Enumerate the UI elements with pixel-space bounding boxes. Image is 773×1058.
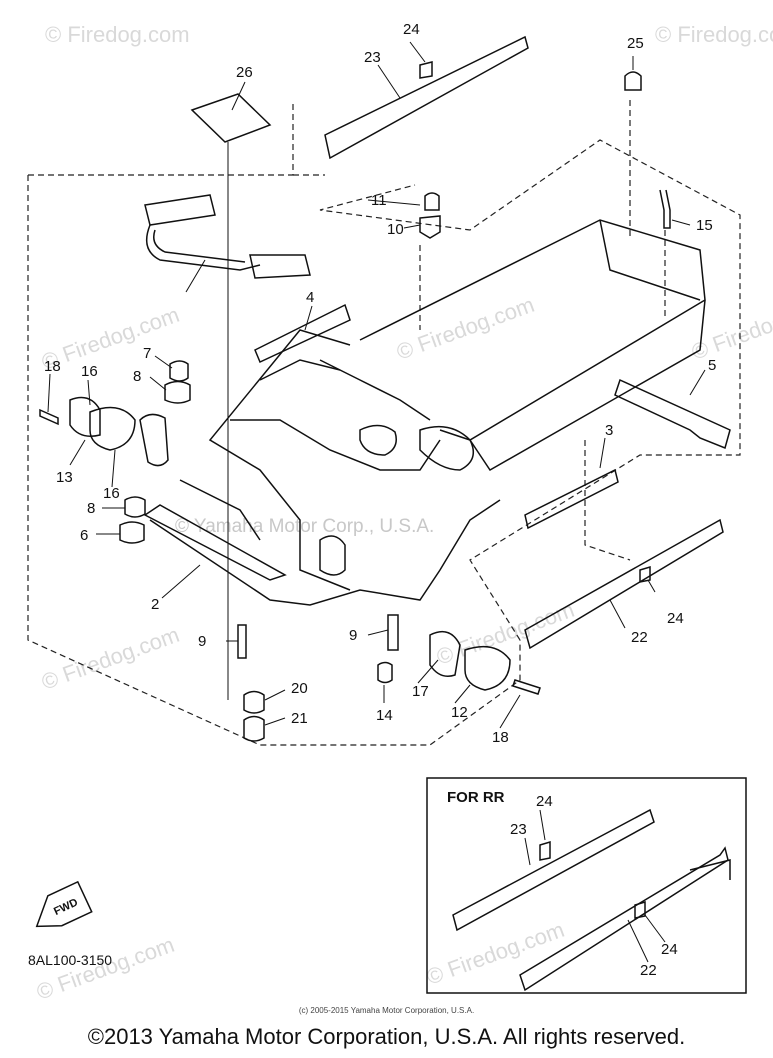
- watermark: © Firedog.com: [38, 622, 182, 695]
- callout-18-right: 18: [492, 729, 509, 746]
- inset-callout-23: 23: [510, 821, 527, 838]
- callout-9a: 9: [198, 633, 206, 650]
- leader-lines: [47, 41, 706, 729]
- callouts: 24 23 25 26 11 10 15 4 7 5 16 8 13 16 3 …: [44, 21, 716, 746]
- callout-10: 10: [387, 221, 404, 238]
- callout-7: 7: [143, 345, 151, 362]
- callout-2: 2: [151, 596, 159, 613]
- small-copyright: (c) 2005-2015 Yamaha Motor Corporation, …: [298, 1006, 475, 1015]
- watermarks: © Firedog.com © Firedog.com © Firedog.co…: [33, 22, 773, 1005]
- callout-15: 15: [696, 217, 713, 234]
- callout-9b: 9: [349, 627, 357, 644]
- frame-assembly: [139, 219, 706, 606]
- cap-and-bolt: [419, 56, 691, 239]
- callout-11: 11: [371, 192, 387, 209]
- footrest-bar: [144, 194, 311, 293]
- callout-18-left: 18: [44, 358, 61, 375]
- fwd-arrow: FWD: [35, 880, 93, 928]
- callout-3: 3: [605, 422, 613, 439]
- small-parts-left: [39, 360, 541, 742]
- callout-22-right: 22: [631, 629, 648, 646]
- inset-callout-24-bottom: 24: [661, 941, 678, 958]
- label-plate: [190, 81, 272, 700]
- inset-title: FOR RR: [447, 789, 505, 806]
- callout-8a: 8: [133, 368, 141, 385]
- inset-callout-22: 22: [640, 962, 657, 979]
- callout-16a: 16: [81, 363, 98, 380]
- watermark: © Firedog.com: [423, 917, 567, 990]
- seat-strap-bottom: [524, 518, 724, 650]
- seat-strap-top: [324, 35, 529, 160]
- callout-24-top: 24: [403, 21, 420, 38]
- callout-23-top: 23: [364, 49, 381, 66]
- callout-24-right: 24: [667, 610, 684, 627]
- inset-for-rr: FOR RR 24 23 24 22: [426, 777, 747, 994]
- watermark: © Firedog.com: [33, 932, 177, 1005]
- callout-8b: 8: [87, 500, 95, 517]
- callout-12: 12: [451, 704, 468, 721]
- watermark-center: © Yamaha Motor Corp., U.S.A.: [175, 516, 434, 537]
- callout-25: 25: [627, 35, 644, 52]
- part-code: 8AL100-3150: [28, 952, 112, 968]
- callout-21: 21: [291, 710, 308, 727]
- callout-16b: 16: [103, 485, 120, 502]
- callout-26: 26: [236, 64, 253, 81]
- callout-13: 13: [56, 469, 73, 486]
- footer-copyright: ©2013 Yamaha Motor Corporation, U.S.A. A…: [87, 1024, 686, 1049]
- watermark: © Firedog.com: [45, 22, 190, 47]
- callout-5: 5: [708, 357, 716, 374]
- brackets: [254, 303, 731, 530]
- callout-20: 20: [291, 680, 308, 697]
- callout-17: 17: [412, 683, 429, 700]
- fwd-label: FWD: [52, 896, 80, 917]
- watermark: © Firedog.com: [655, 22, 773, 47]
- callout-4: 4: [306, 289, 314, 306]
- inset-callout-24-top: 24: [536, 793, 553, 810]
- callout-6: 6: [80, 527, 88, 544]
- callout-14: 14: [376, 707, 393, 724]
- watermark: © Firedog.com: [393, 292, 537, 365]
